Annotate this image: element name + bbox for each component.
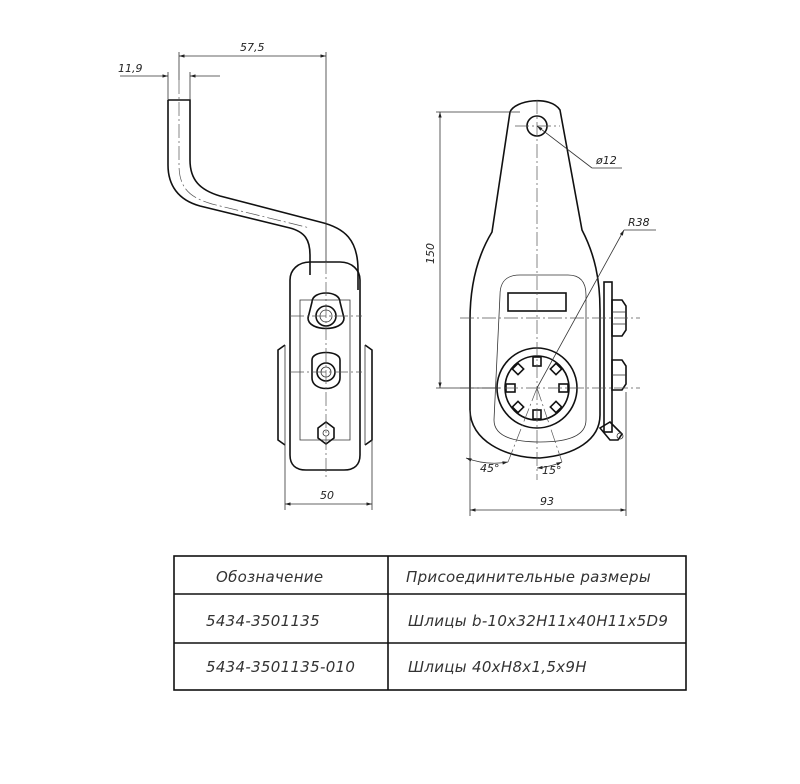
table-frame [173,555,687,691]
table-header-dimensions: Присоединительные размеры [406,568,651,586]
side-body [289,261,361,471]
dim-height: 150 [424,243,437,264]
lever-arm [167,99,359,290]
dim-hole-diameter: ø12 [595,154,617,167]
dim-radius: R38 [628,216,650,229]
inner-plate [299,299,351,441]
dim-angle-left: 45° [480,462,500,475]
dim-width-front: 93 [540,495,554,508]
table-cell-designation: 5434-3501135-010 [206,658,355,676]
front-body [469,99,601,459]
side-view: 11,9 57,5 50 [118,41,373,510]
dim-offset-large: 57,5 [240,41,265,54]
front-view: R38 ø12 150 45° 15° 93 [424,99,656,516]
dim-angle-right: 15° [542,464,562,477]
right-flange [364,344,373,446]
side-plate [603,281,613,433]
table-cell-dimensions: Шлицы b-10x32H11x40H11x5D9 [408,612,668,630]
lower-nut [611,359,627,391]
upper-slot [307,292,345,330]
table-cell-dimensions: Шлицы 40xH8x1,5x9H [408,658,587,676]
arm-axis [178,80,311,229]
angle-arc-right [536,461,563,470]
angle-arc-left [465,457,509,465]
table-header-designation: Обозначение [216,568,323,586]
left-flange [277,344,286,446]
lower-slot [311,351,341,390]
upper-nut [611,299,627,337]
dim-width-side: 50 [320,489,334,502]
front-inner-contour [493,274,587,443]
table-cell-designation: 5434-3501135 [206,612,320,630]
designation-table: Обозначение Присоединительные размеры 54… [173,555,687,691]
dim-offset-small: 11,9 [118,62,143,75]
